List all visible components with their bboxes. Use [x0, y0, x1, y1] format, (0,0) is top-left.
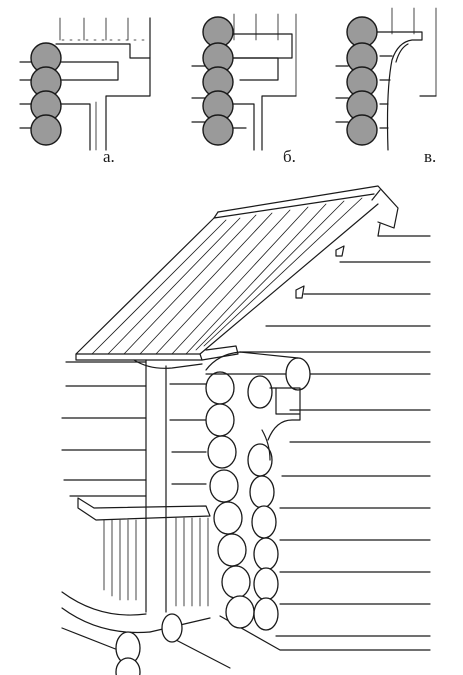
- log-end: [253, 537, 279, 571]
- log-end: [247, 375, 273, 409]
- log-end: [285, 357, 311, 391]
- panel-c-detail: в.: [335, 7, 437, 166]
- panel-a-detail: а.: [19, 17, 151, 166]
- log-end: [251, 505, 277, 539]
- log-end: [207, 435, 237, 469]
- log-end: [225, 595, 255, 629]
- log-end: [30, 114, 62, 146]
- panel-b-detail: б.: [191, 13, 297, 166]
- porch-perspective-drawing: [61, 185, 431, 675]
- log-end: [253, 567, 279, 601]
- log-end: [217, 533, 247, 567]
- log-end: [161, 613, 183, 643]
- log-end: [205, 403, 235, 437]
- log-end: [221, 565, 251, 599]
- caption-b: б.: [283, 147, 296, 166]
- log-end: [115, 657, 141, 675]
- log-end: [202, 114, 234, 146]
- log-end: [249, 475, 275, 509]
- log-end: [253, 597, 279, 631]
- caption-a: а.: [103, 147, 115, 166]
- log-end: [213, 501, 243, 535]
- log-end: [346, 114, 378, 146]
- caption-c: в.: [424, 147, 436, 166]
- log-end: [209, 469, 239, 503]
- log-end: [205, 371, 235, 405]
